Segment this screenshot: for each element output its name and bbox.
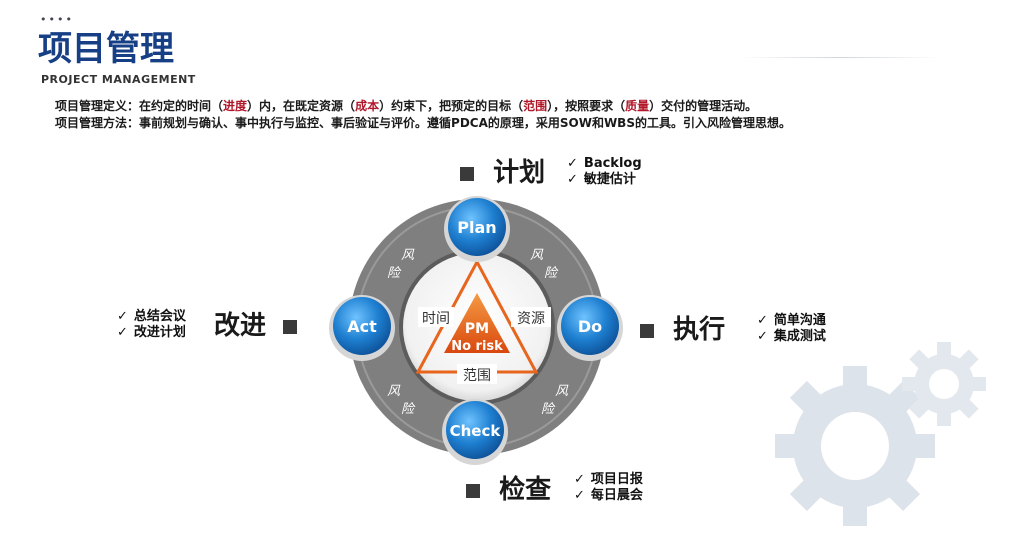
- list-item: ✓ Backlog: [567, 156, 642, 172]
- list-item-text: 总结会议: [133, 309, 186, 324]
- list-item: ✓ 项目日报: [574, 472, 643, 488]
- risk-label: 风: [555, 384, 569, 399]
- list-item: ✓ 总结会议: [117, 309, 186, 325]
- risk-label: 险: [541, 401, 556, 417]
- pm-triangle: [444, 293, 510, 353]
- list-item: ✓ 敏捷估计: [567, 172, 642, 188]
- header-dots: ••••: [40, 13, 74, 26]
- risk-label: 险: [401, 401, 416, 417]
- definition-text: ），按照要求（: [547, 99, 626, 113]
- phase-do: 执行: [640, 315, 725, 345]
- list-item-text: 改进计划: [133, 325, 186, 340]
- page-subtitle: PROJECT MANAGEMENT: [41, 73, 196, 86]
- method-label: 项目管理方法：: [55, 116, 140, 130]
- phase-check-label: 检查: [499, 475, 552, 505]
- square-bullet-icon: [640, 323, 654, 338]
- check-icon: ✓: [117, 325, 128, 340]
- square-bullet-icon: [283, 319, 298, 334]
- definition-text: ）约束下，把预定的目标（: [379, 99, 524, 113]
- phase-act: 改进: [214, 311, 298, 341]
- check-node: Check: [442, 399, 508, 465]
- pm-label: PM: [465, 321, 489, 337]
- highlight-cost: 成本: [355, 99, 380, 113]
- highlight-scope: 范围: [523, 99, 548, 113]
- list-item: ✓ 改进计划: [117, 325, 186, 341]
- highlight-quality: 质量: [625, 99, 650, 113]
- triangle-scope-label: 范围: [463, 367, 491, 384]
- phase-act-label: 改进: [214, 311, 267, 341]
- list-item: ✓ 每日晨会: [574, 488, 643, 504]
- plan-label: Plan: [457, 218, 496, 237]
- risk-label: 风: [401, 248, 415, 263]
- do-node: Do: [557, 295, 623, 361]
- list-item-text: 集成测试: [773, 329, 826, 344]
- definition-text: 在约定的时间（: [139, 99, 224, 113]
- plan-node: Plan: [444, 196, 510, 262]
- risk-label: 险: [387, 265, 402, 281]
- decorative-line: [740, 57, 940, 58]
- list-item-text: 每日晨会: [590, 488, 643, 503]
- plan-checklist: ✓ Backlog ✓ 敏捷估计: [567, 156, 642, 188]
- phase-do-label: 执行: [673, 315, 726, 345]
- list-item: ✓ 简单沟通: [757, 313, 826, 329]
- method-line: 项目管理方法：事前规划与确认、事中执行与监控、事后验证与评价。遵循PDCA的原理…: [55, 114, 791, 131]
- definition-text: ）内，在既定资源（: [247, 99, 356, 113]
- triangle-time-label: 时间: [422, 311, 450, 327]
- list-item-text: 项目日报: [590, 472, 643, 487]
- square-bullet-icon: [460, 166, 474, 181]
- act-label: Act: [347, 317, 377, 336]
- check-icon: ✓: [567, 156, 578, 171]
- act-node: Act: [329, 295, 395, 361]
- act-checklist: ✓ 总结会议 ✓ 改进计划: [117, 309, 186, 341]
- definition-label: 项目管理定义：: [55, 99, 140, 113]
- list-item-text: Backlog: [583, 156, 642, 171]
- check-icon: ✓: [757, 313, 768, 328]
- gear-icon: [775, 366, 935, 526]
- no-risk-label: No risk: [451, 339, 503, 354]
- check-icon: ✓: [117, 309, 128, 324]
- highlight-time: 进度: [223, 99, 248, 113]
- definition-line: 项目管理定义：在约定的时间（进度）内，在既定资源（成本）约束下，把预定的目标（范…: [55, 97, 757, 114]
- page-title: 项目管理: [38, 29, 174, 69]
- phase-plan: 计划: [460, 158, 545, 188]
- gear-icon: [902, 342, 986, 426]
- phase-plan-label: 计划: [493, 158, 546, 188]
- definition-text: ）交付的管理活动。: [649, 99, 758, 113]
- list-item: ✓ 集成测试: [757, 329, 826, 345]
- phase-check: 检查: [466, 475, 551, 505]
- list-item-text: 简单沟通: [773, 313, 826, 328]
- risk-label: 风: [387, 384, 401, 399]
- risk-label: 风: [530, 248, 544, 263]
- risk-label: 险: [544, 265, 559, 281]
- list-item-text: 敏捷估计: [583, 172, 636, 187]
- check-icon: ✓: [567, 172, 578, 187]
- triangle-resource-label: 资源: [517, 311, 545, 327]
- check-icon: ✓: [574, 488, 585, 503]
- check-icon: ✓: [757, 329, 768, 344]
- check-icon: ✓: [574, 472, 585, 487]
- check-checklist: ✓ 项目日报 ✓ 每日晨会: [574, 472, 643, 504]
- do-label: Do: [578, 317, 602, 336]
- method-text: 事前规划与确认、事中执行与监控、事后验证与评价。遵循PDCA的原理，采用SOW和…: [139, 116, 791, 130]
- square-bullet-icon: [466, 483, 480, 498]
- do-checklist: ✓ 简单沟通 ✓ 集成测试: [757, 313, 826, 345]
- check-label: Check: [450, 422, 502, 440]
